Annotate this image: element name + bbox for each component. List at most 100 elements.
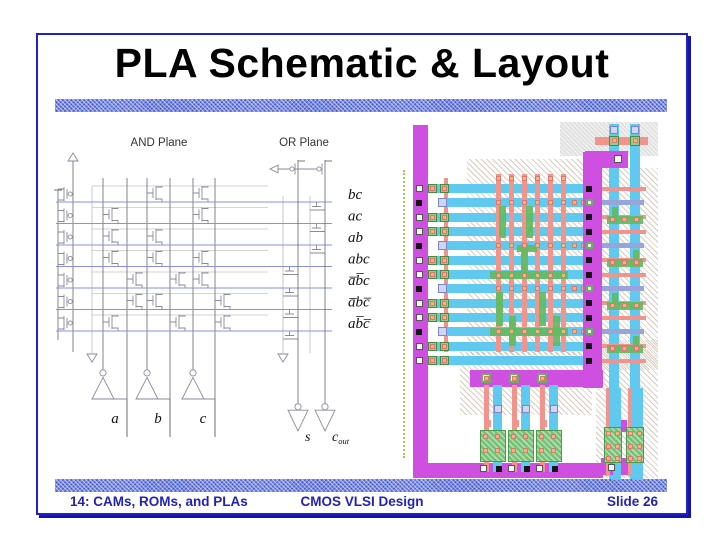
contact-dot [551,448,556,453]
via-square [438,284,447,294]
contact-dot [442,214,447,220]
contact-dot [521,272,527,278]
poly-column [443,178,448,352]
or-nmos-transistor [283,288,298,297]
input-metal1-column [549,385,558,472]
contact-dot [511,434,516,439]
via-square [521,405,530,413]
or-nmos-transistor [283,266,298,275]
substrate-contact [416,328,422,335]
contact-dot [495,448,500,453]
via-square [549,405,558,413]
and-nmos-transistor [103,315,119,331]
output-diff-block [604,427,622,463]
and-nmos-transistor [103,207,119,224]
inverter-bubble-icon [189,369,197,377]
contact-dot [547,176,553,181]
rail-contact [480,465,487,472]
gnd-arrow-icon [86,353,98,363]
inverter-bubble-icon [143,369,151,377]
and-nmos-transistor [147,229,163,245]
footer-slide-number: Slide 26 [606,494,658,509]
contact-dot [634,260,639,266]
contact-dot [483,375,489,381]
contact-dot [508,329,514,335]
poly-contact [511,420,519,427]
or-row-stub [602,243,644,249]
rail-contact [415,271,423,278]
contact-dot [551,434,556,439]
or-row-stub [602,315,646,320]
contact-dot [534,176,540,181]
contact-dot [547,200,553,206]
or-row-stub [602,358,646,363]
rail-contact [415,228,423,235]
contact-dot [610,217,615,223]
contact-dot [442,315,447,320]
contact-dot [495,200,501,206]
contact-dot [523,448,528,453]
contact-dot [511,448,516,453]
product-term-label: bc [348,187,363,203]
pullup-pmos [57,230,68,245]
and-nmos-transistor [193,272,209,288]
contact-dot [539,434,544,439]
contact-dot [521,243,527,249]
title-divider-bar [55,99,667,112]
via-square [493,405,502,413]
diffusion-strip [499,206,506,238]
or-nmos-transistor [283,309,298,318]
and-nmos-transistor [193,250,209,267]
or-row-stub [602,329,644,335]
contact-dot [637,456,642,461]
contact-dot [634,217,639,223]
contact-dot [606,431,611,436]
or-row-stub [602,272,646,277]
diffusion-strip [496,292,503,326]
poly-column [509,174,514,352]
metal2-stub [618,420,627,432]
inverter-bubble-icon [99,369,107,377]
pmos-bubble-icon [67,234,73,240]
and-nmos-transistor [127,293,143,310]
contact-dot [560,286,566,292]
contact-dot [547,329,553,335]
contact-dot [610,346,615,352]
or-row-stub [602,229,646,234]
via-square [631,126,639,134]
input-poly-column [484,385,489,472]
diffusion-strip [553,316,560,346]
product-term-label: abc [348,252,370,268]
and-nmos-transistor [103,250,119,267]
gate-arrow-icon [268,164,279,174]
product-term-label: ac [348,209,363,225]
contact-dot [521,329,527,335]
contact-dot [610,260,615,266]
contact-dot [534,272,540,278]
contact-dot [508,272,514,278]
or-nmos-transistor [310,202,325,211]
contact-dot [511,375,517,381]
pmos-bubble-icon [67,212,73,219]
diff-contact [585,242,593,250]
pmos-bubble-icon [67,320,73,326]
rail-contact [415,256,423,264]
pullup-pmos [57,294,68,310]
contact-dot [430,272,435,277]
rail-contact [536,465,543,472]
input-poly-column [540,385,545,472]
or-nmos-transistor [283,331,298,340]
rail-contact [508,465,515,472]
contact-dot [547,243,553,249]
contact-dot [495,272,501,278]
contact-dot [534,286,540,292]
substrate-contact [585,228,592,235]
contact-dot [521,286,527,292]
contact-dot [632,138,638,143]
diff-contact [585,199,593,207]
input-diff-block [480,430,506,462]
or-row-stub [602,200,644,206]
contact-dot [430,343,435,349]
contact-dot [611,138,617,143]
and-nmos-transistor [147,293,163,310]
